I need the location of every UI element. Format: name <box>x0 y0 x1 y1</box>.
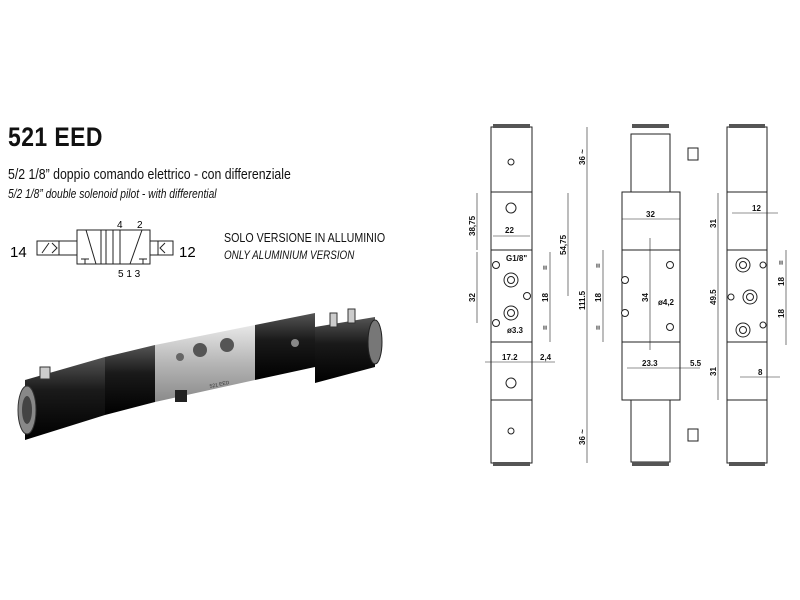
dim-34: 34 <box>641 293 650 302</box>
middle-view-bottom-coil <box>630 399 671 463</box>
dim-38-75: 38,75 <box>468 215 477 236</box>
thread-label: G1/8" <box>506 254 527 263</box>
hole-4-2: ø4,2 <box>658 298 675 307</box>
dim-5-5: 5.5 <box>690 359 702 368</box>
product-photo: 521 EED <box>17 308 383 440</box>
eq-mark: = <box>541 325 550 330</box>
right-coil <box>315 317 375 383</box>
middle-view-body <box>621 191 681 401</box>
product-title: 521 EED <box>8 122 103 152</box>
dim-49-5: 49.5 <box>709 289 718 305</box>
eq-mark: = <box>594 263 603 268</box>
hole-3-3: ø3.3 <box>507 326 524 335</box>
dim-31-bottom: 31 <box>709 367 718 376</box>
subtitle-italian: 5/2 1/8” doppio comando elettrico - con … <box>8 166 291 183</box>
dim-2-4: 2,4 <box>540 353 552 362</box>
dim-36-top: 36 ~ <box>578 149 587 165</box>
dim-18-right-b: 18 <box>777 309 786 318</box>
dim-32-left: 32 <box>468 293 477 302</box>
eq-mark: = <box>541 265 550 270</box>
port-2-label: 2 <box>137 220 143 231</box>
port-14-label: 14 <box>10 244 27 261</box>
port-4-label: 4 <box>117 220 123 231</box>
dim-36-bottom: 36 ~ <box>578 429 587 445</box>
eq-mark: = <box>777 260 786 265</box>
dim-17-2: 17.2 <box>502 353 518 362</box>
dim-23-3: 23.3 <box>642 359 658 368</box>
dim-18-left: 18 <box>541 293 550 302</box>
dim-31-top: 31 <box>709 219 718 228</box>
dim-18-right-a: 18 <box>777 277 786 286</box>
valve-symbol: 14 12 4 2 5 1 3 <box>10 220 196 280</box>
dim-32-middle: 32 <box>646 210 655 219</box>
solenoid-left-icon <box>36 240 60 256</box>
brand-logo <box>175 390 187 402</box>
dim-12: 12 <box>752 204 761 213</box>
photo-label: 521 EED <box>209 380 230 390</box>
right-view-top-coil <box>726 126 768 193</box>
port-12-label: 12 <box>179 244 196 261</box>
right-view-bottom-coil <box>726 399 768 464</box>
ports-bottom-label: 5 1 3 <box>118 269 141 280</box>
dim-111-5: 111.5 <box>578 290 587 310</box>
eq-mark: = <box>594 325 603 330</box>
dim-8: 8 <box>758 368 763 377</box>
note-italian: SOLO VERSIONE IN ALLUMINIO <box>224 230 386 245</box>
solenoid-right-icon <box>157 240 174 256</box>
dim-22: 22 <box>505 226 514 235</box>
middle-view-top-coil <box>630 133 671 193</box>
note-english: ONLY ALUMINIUM VERSION <box>224 248 355 262</box>
dim-18-middle: 18 <box>594 293 603 302</box>
dim-54-75: 54,75 <box>559 234 568 255</box>
subtitle-english: 5/2 1/8” double solenoid pilot - with di… <box>8 187 217 201</box>
